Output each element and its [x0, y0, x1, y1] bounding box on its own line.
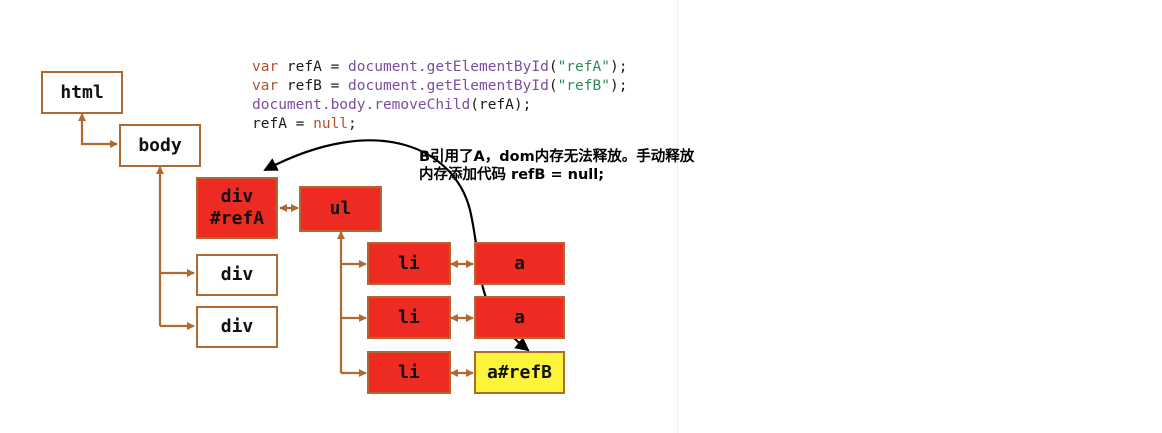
node-div-2: div — [196, 306, 278, 348]
code-line-2: var refB = document.getElementById("refB… — [252, 78, 628, 94]
annotation-text: B引用了A，dom内存无法释放。手动释放 内存添加代码 refB = null; — [419, 148, 694, 184]
code-line-3: document.body.removeChild(refA); — [252, 97, 532, 113]
node-html: html — [41, 71, 123, 114]
node-ul: ul — [299, 186, 382, 232]
node-div-refA-id: #refA — [209, 208, 265, 229]
node-div-refA-tag: div — [220, 186, 254, 208]
node-a-1: a — [474, 242, 565, 285]
node-li-1: li — [367, 242, 451, 285]
code-line-1: var refA = document.getElementById("refA… — [252, 59, 628, 75]
node-div-refA: div #refA — [196, 177, 278, 239]
node-li-2: li — [367, 296, 451, 339]
node-a-2: a — [474, 296, 565, 339]
node-li-3: li — [367, 351, 451, 394]
annotation-line-2: 内存添加代码 refB = null; — [419, 167, 605, 183]
code-line-4: refA = null; — [252, 116, 357, 132]
node-body: body — [119, 124, 201, 167]
annotation-line-1: B引用了A，dom内存无法释放。手动释放 — [419, 149, 695, 165]
code-snippet: var refA = document.getElementById("refA… — [252, 58, 627, 134]
node-div-1: div — [196, 254, 278, 296]
node-a-refB: a#refB — [474, 351, 565, 394]
connector-html-body — [78, 113, 118, 148]
